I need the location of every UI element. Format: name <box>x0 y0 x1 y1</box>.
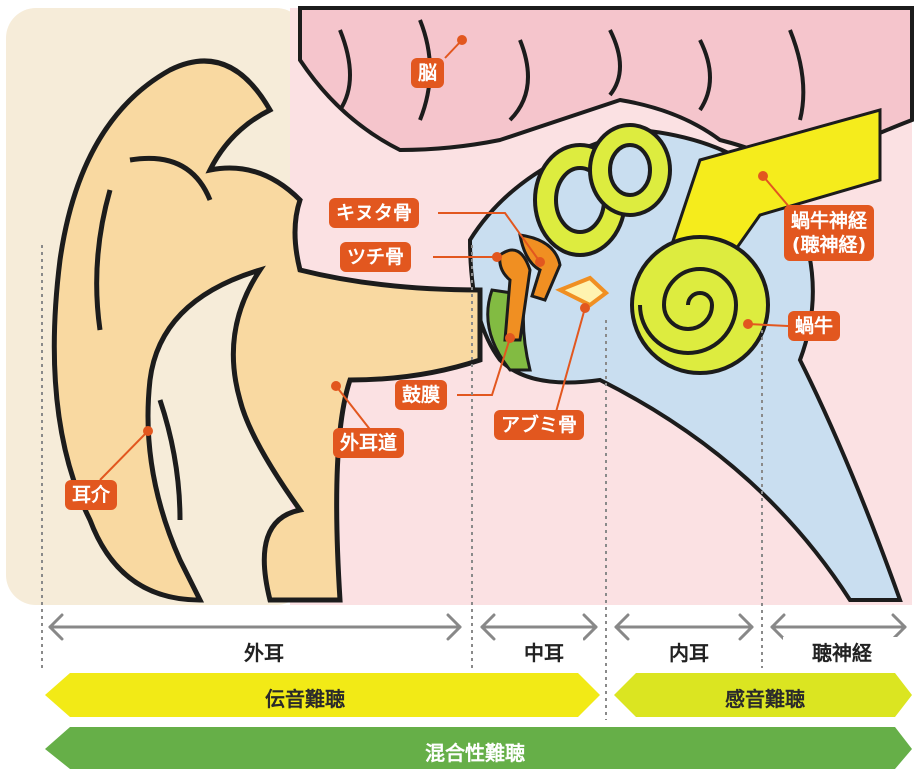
cochlear-nerve-label: 蝸牛神経 (聴神経) <box>784 205 874 261</box>
auditory-nerve-region-label: 聴神経 <box>783 637 901 666</box>
ear-canal-label: 外耳道 <box>333 428 404 458</box>
cochlear-nerve-label-sub: (聴神経) <box>791 233 867 257</box>
middle-ear-region-label: 中耳 <box>505 637 583 666</box>
auricle-label: 耳介 <box>65 480 117 510</box>
outer-ear-region-label: 外耳 <box>225 637 303 666</box>
cochlea-label: 蝸牛 <box>788 311 840 341</box>
cochlea-shape <box>632 237 768 373</box>
stapes-label: アブミ骨 <box>494 410 584 440</box>
brain-label: 脳 <box>411 58 444 88</box>
mixed-hearing-loss-label: 混合性難聴 <box>380 737 570 766</box>
incus-label: キヌタ骨 <box>329 198 419 228</box>
inner-ear-region-label: 内耳 <box>650 637 728 666</box>
malleus-label: ツチ骨 <box>340 242 411 272</box>
cochlear-nerve-label-main: 蝸牛神経 <box>791 209 867 233</box>
conductive-hearing-loss-label: 伝音難聴 <box>220 683 390 712</box>
eardrum-label: 鼓膜 <box>395 380 447 410</box>
sensorineural-hearing-loss-label: 感音難聴 <box>680 683 850 712</box>
region-arrows <box>50 615 905 639</box>
